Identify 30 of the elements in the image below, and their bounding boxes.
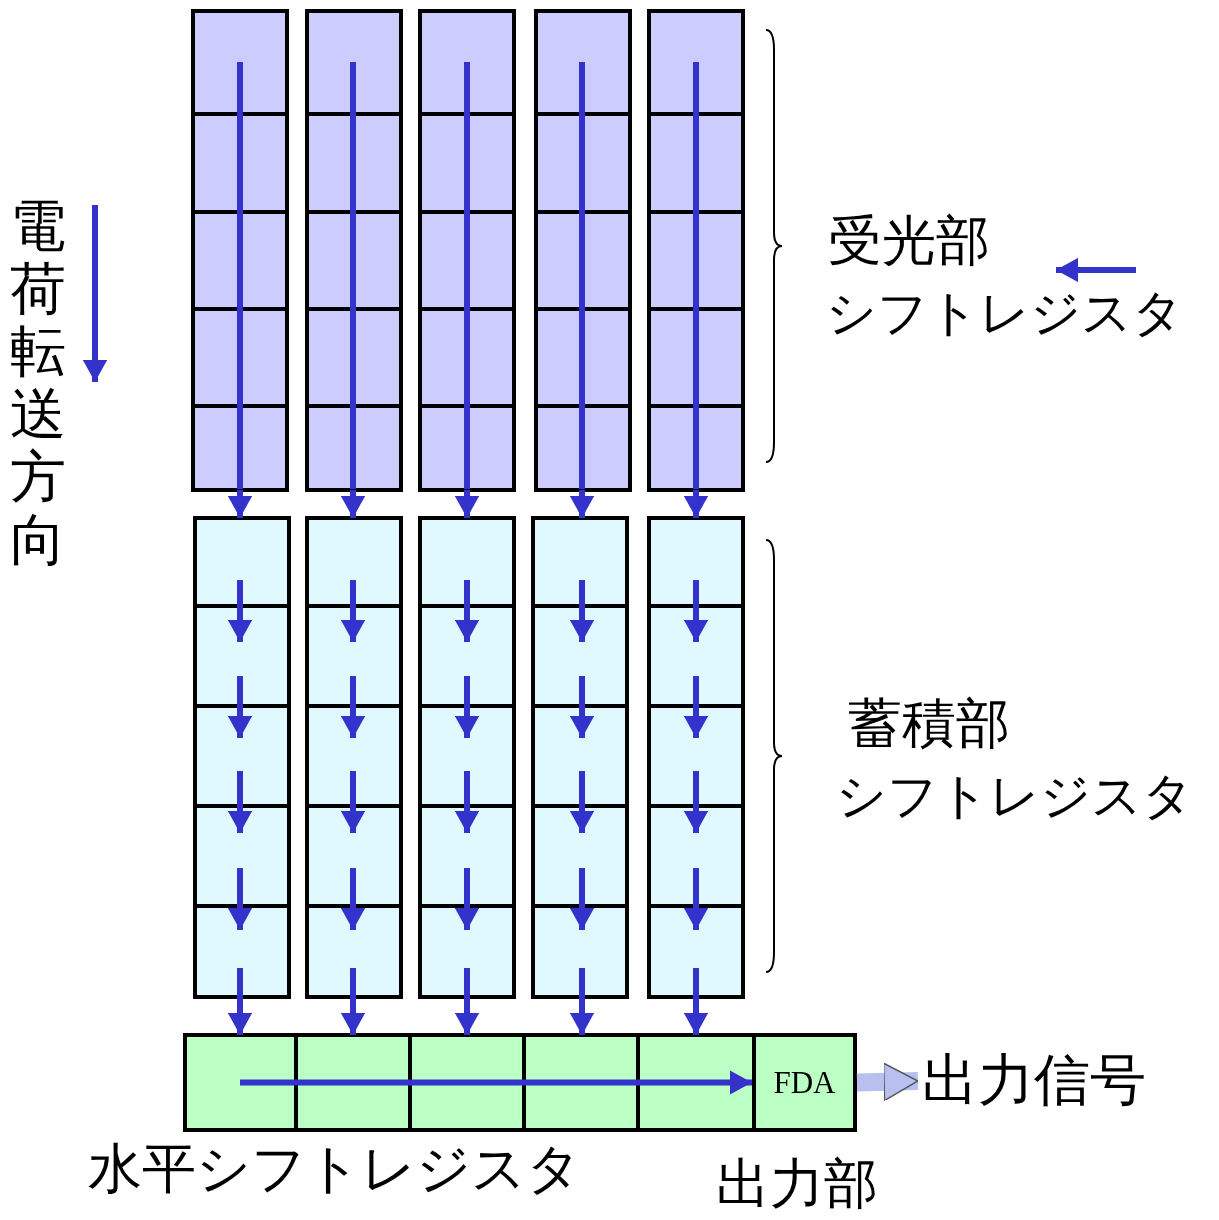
arrow xyxy=(454,997,480,1035)
register-column xyxy=(418,516,516,999)
arrow xyxy=(340,490,366,518)
section-label: 出力部 xyxy=(716,1153,878,1216)
arrow xyxy=(683,490,709,518)
arrow xyxy=(683,997,709,1035)
arrow xyxy=(227,997,253,1035)
arrow xyxy=(569,490,595,518)
register-column xyxy=(647,9,745,492)
register-column xyxy=(647,516,745,999)
register-column xyxy=(305,9,403,492)
vertical-label: 電荷転送方向 xyxy=(10,195,67,572)
arrow xyxy=(340,997,366,1035)
register-column xyxy=(193,516,291,999)
register-column xyxy=(418,9,516,492)
arrow xyxy=(569,997,595,1035)
section-label: 水平シフトレジスタ xyxy=(88,1138,581,1201)
output-signal-label: 出力信号 xyxy=(922,1046,1182,1116)
register-column xyxy=(534,9,632,492)
arrow xyxy=(227,490,253,518)
section-label: 受光部 xyxy=(828,210,990,273)
block-arrow xyxy=(856,1062,919,1102)
section-label: 蓄積部 xyxy=(848,693,1010,756)
register-column xyxy=(531,516,629,999)
arrow xyxy=(240,1070,752,1095)
register-column xyxy=(191,9,289,492)
section-label: シフトレジスタ xyxy=(826,285,1183,343)
section-label: シフトレジスタ xyxy=(836,768,1193,826)
arrow xyxy=(454,490,480,518)
register-column xyxy=(305,516,403,999)
